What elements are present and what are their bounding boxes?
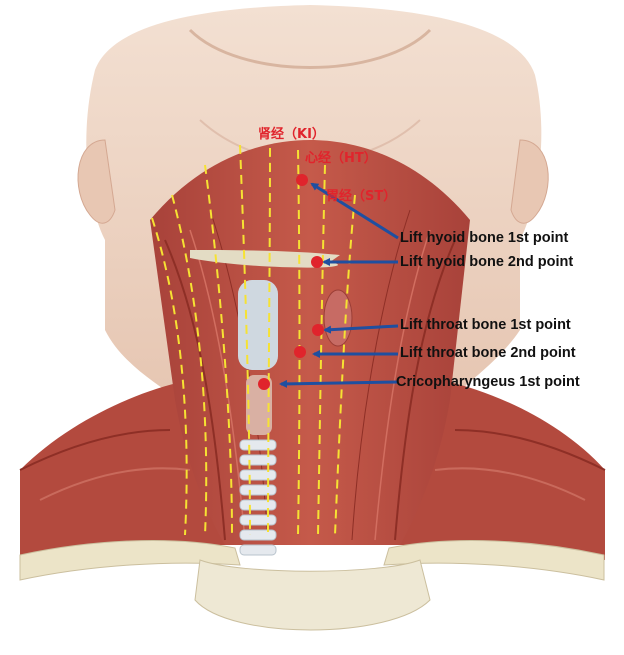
arrow-crico-1 (281, 382, 398, 384)
point-label-hyoid-1: Lift hyoid bone 1st point (400, 230, 568, 246)
point-label-throat-2: Lift throat bone 2nd point (400, 345, 576, 361)
meridian-label-ht: 心经（HT） (305, 147, 377, 166)
acupoint-throat-2 (294, 346, 306, 358)
meridian-label-st: 胃经（ST） (326, 185, 396, 204)
acupoint-hyoid-1 (296, 174, 308, 186)
point-label-crico-1: Cricopharyngeus 1st point (396, 374, 580, 390)
acupoint-hyoid-2 (311, 256, 323, 268)
acupoint-crico-1 (258, 378, 270, 390)
clavicles (20, 541, 604, 630)
acupoint-throat-1 (312, 324, 324, 336)
thyroid-gland (324, 290, 352, 346)
point-label-hyoid-2: Lift hyoid bone 2nd point (400, 254, 573, 270)
point-label-throat-1: Lift throat bone 1st point (400, 317, 571, 333)
meridian-label-ki: 肾经（KI） (258, 123, 325, 142)
